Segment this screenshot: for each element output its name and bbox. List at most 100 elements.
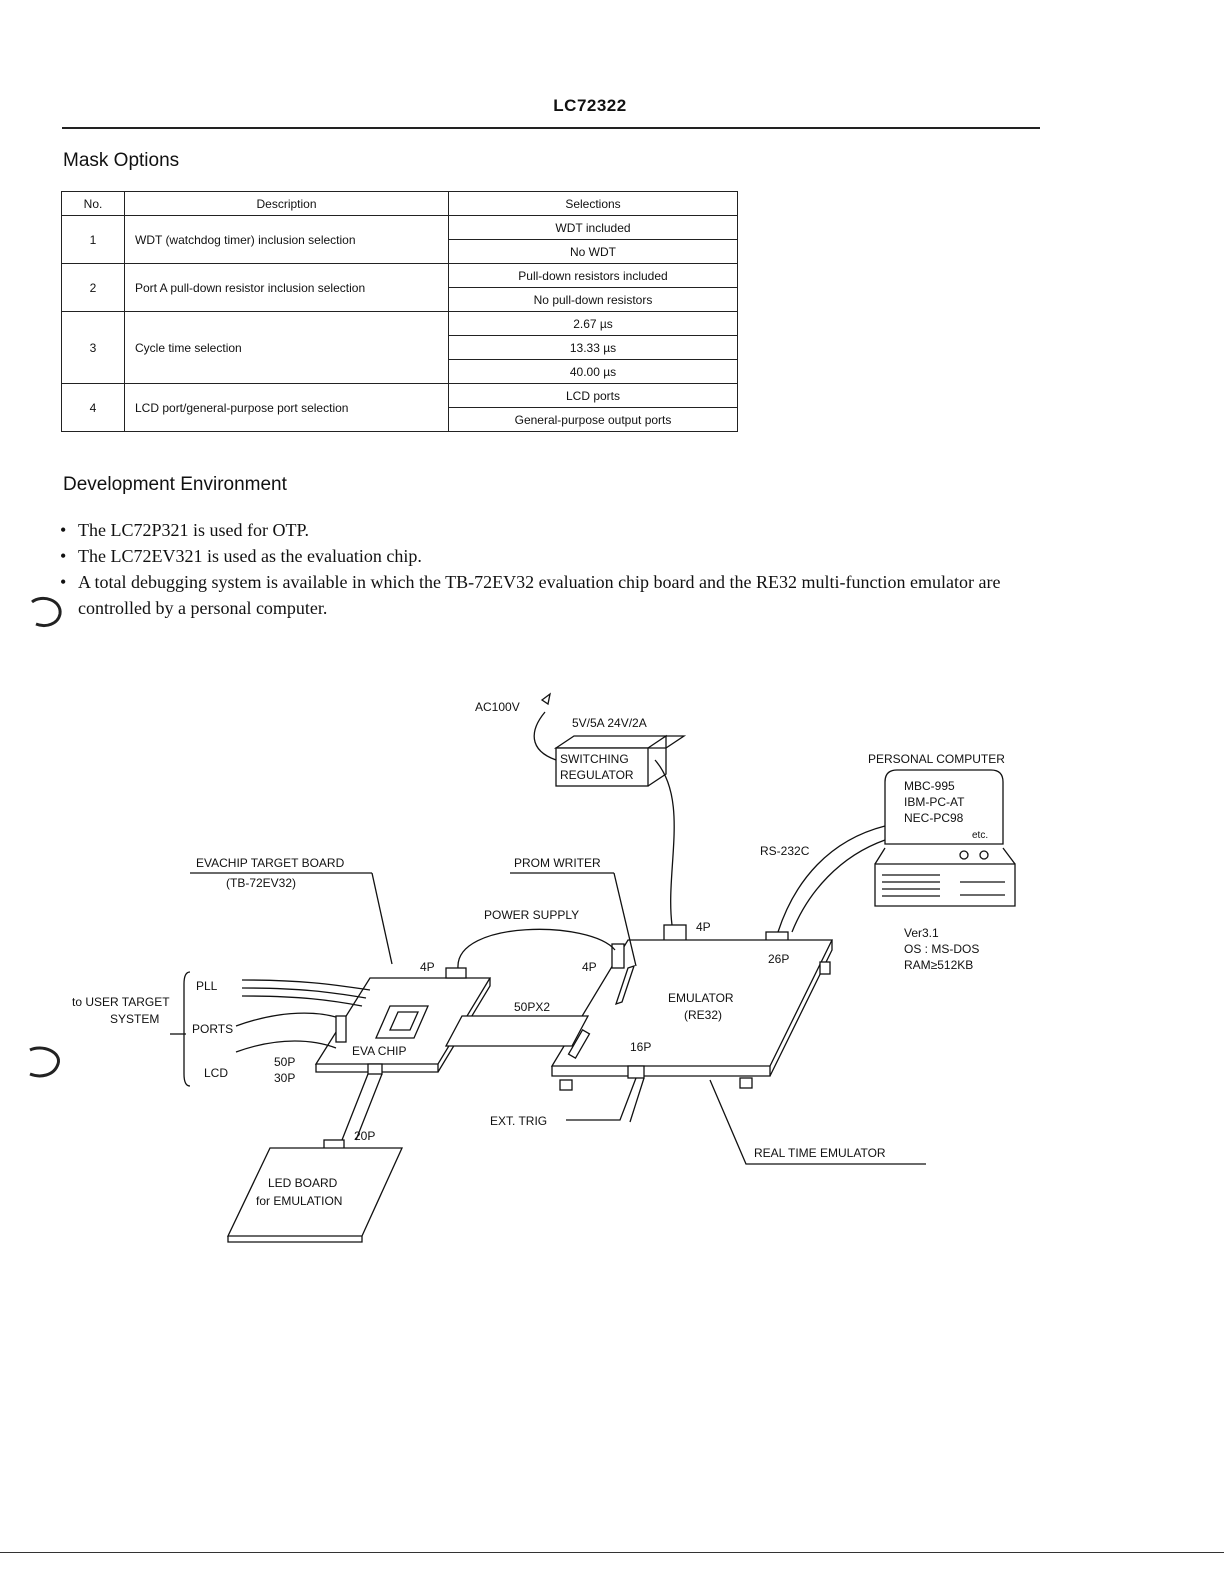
row-selection: 40.00 µs — [448, 359, 738, 384]
os-info-label: OS : MS-DOS — [904, 942, 979, 956]
table-row: 3 Cycle time selection 2.67 µs — [61, 311, 738, 384]
bullet-text: The LC72EV321 is used as the evaluation … — [78, 546, 422, 566]
ribbon-cable-50px2 — [444, 1015, 590, 1047]
row-selection: Pull-down resistors included — [448, 263, 738, 288]
regulator-cable — [654, 759, 675, 926]
leader-evachip-board — [371, 872, 393, 965]
ports-cable — [235, 1040, 337, 1053]
table-row: No WDT — [62, 239, 738, 264]
row-no: 1 — [61, 215, 125, 264]
row-description: LCD port/general-purpose port selection — [124, 383, 449, 432]
eva-chip — [388, 1011, 420, 1031]
rs232c-cable — [777, 825, 886, 933]
table-row: General-purpose output ports — [62, 407, 738, 432]
ports-label: PORTS — [192, 1022, 233, 1036]
connector-50px2-label: 50PX2 — [514, 1000, 550, 1014]
pc-button — [959, 850, 969, 860]
user-target-brace — [183, 971, 191, 1087]
pll-cable — [241, 979, 371, 991]
connector-20p-target — [367, 1063, 383, 1075]
connector-20p-label: 20P — [354, 1129, 375, 1143]
pc-model-label: NEC-PC98 — [904, 811, 964, 825]
connector-4p-emulator — [611, 943, 625, 969]
row-selection: No WDT — [448, 239, 738, 264]
real-time-emulator-label: REAL TIME EMULATOR — [754, 1146, 886, 1160]
rs232c-label: RS-232C — [760, 844, 810, 858]
mask-options-title: Mask Options — [63, 150, 180, 171]
emulator-foot — [819, 961, 831, 975]
bullet-text: The LC72P321 is used for OTP. — [78, 520, 309, 540]
regulator-side — [647, 734, 667, 787]
switching-label: SWITCHING — [560, 752, 629, 766]
connector-26p-label: 26P — [768, 952, 789, 966]
pc-base-edge — [874, 847, 1016, 865]
bullet-icon: • — [60, 520, 67, 540]
connector-4p-target — [445, 967, 467, 979]
user-target-label: to USER TARGET — [72, 995, 170, 1009]
footer-rule — [0, 1552, 1224, 1553]
bullet-icon: • — [60, 546, 67, 566]
row-description: WDT (watchdog timer) inclusion selection — [124, 215, 449, 264]
row-selection: General-purpose output ports — [448, 407, 738, 432]
row-selection: 13.33 µs — [448, 335, 738, 360]
row-description: Cycle time selection — [124, 311, 449, 384]
connector-4p-label: 4P — [696, 920, 711, 934]
col-header-selections: Selections — [448, 191, 738, 216]
power-supply-label: POWER SUPPLY — [484, 908, 579, 922]
os-info-label: RAM≥512KB — [904, 958, 973, 972]
led-board-edge — [227, 1236, 363, 1243]
prom-writer-label: PROM WRITER — [514, 856, 601, 870]
led-board-emulation-label: for EMULATION — [256, 1194, 342, 1208]
led-cable — [341, 1073, 383, 1141]
connector-4p-label: 4P — [582, 960, 597, 974]
power-rating-label: 5V/5A 24V/2A — [572, 716, 647, 730]
os-info-label: Ver3.1 — [904, 926, 939, 940]
ac-cable — [533, 711, 557, 761]
pc-monitor — [884, 769, 1004, 845]
row-selection: WDT included — [448, 215, 738, 240]
pc-model-label: etc. — [972, 830, 988, 841]
pc-button — [979, 850, 989, 860]
binder-hole-icon — [29, 1046, 60, 1078]
connector-16p-label: 16P — [630, 1040, 651, 1054]
connector-50p-label: 50P — [274, 1055, 295, 1069]
row-no: 3 — [61, 311, 125, 384]
row-no: 2 — [61, 263, 125, 312]
tb-model-label: (TB-72EV32) — [226, 876, 296, 890]
eva-chip-label: EVA CHIP — [352, 1044, 406, 1058]
header-rule — [62, 127, 1040, 129]
connector-4p-label: 4P — [420, 960, 435, 974]
power-supply-cable — [457, 928, 616, 969]
regulator-label: REGULATOR — [560, 768, 634, 782]
led-board — [226, 1147, 404, 1237]
table-row: No pull-down resistors — [62, 287, 738, 312]
ac-voltage-label: AC100V — [475, 700, 520, 714]
list-item: • The LC72EV321 is used as the evaluation… — [60, 543, 1040, 569]
emulator-foot — [739, 1077, 753, 1089]
prom-writer-socket — [614, 964, 636, 1006]
row-no: 4 — [61, 383, 125, 432]
table-row: 1 WDT (watchdog timer) inclusion selecti… — [61, 215, 738, 264]
pll-label: PLL — [196, 979, 218, 993]
binder-hole-icon — [31, 597, 62, 628]
leader-prom-writer — [613, 872, 637, 967]
lcd-label: LCD — [204, 1066, 228, 1080]
bullet-text: A total debugging system is available in… — [78, 572, 1001, 618]
bullet-icon: • — [60, 572, 67, 592]
led-board-label: LED BOARD — [268, 1176, 338, 1190]
user-target-system-label: SYSTEM — [110, 1012, 159, 1026]
personal-computer-label: PERSONAL COMPUTER — [868, 752, 1005, 766]
connector-50p-target — [335, 1015, 347, 1043]
connector-50p-emulator — [567, 1028, 591, 1060]
col-header-no: No. — [61, 191, 125, 216]
ports-cable — [235, 1012, 346, 1027]
switching-regulator-box — [555, 747, 649, 787]
row-description: Port A pull-down resistor inclusion sele… — [124, 263, 449, 312]
ext-trig-label: EXT. TRIG — [490, 1114, 547, 1128]
list-item: • The LC72P321 is used for OTP. — [60, 517, 1040, 543]
evachip-target-board-label: EVACHIP TARGET BOARD — [196, 856, 345, 870]
emulator-foot — [559, 1079, 573, 1091]
table-row: 4 LCD port/general-purpose port selectio… — [61, 383, 738, 432]
table-row: 2 Port A pull-down resistor inclusion se… — [61, 263, 738, 312]
regulator-top — [553, 735, 687, 749]
